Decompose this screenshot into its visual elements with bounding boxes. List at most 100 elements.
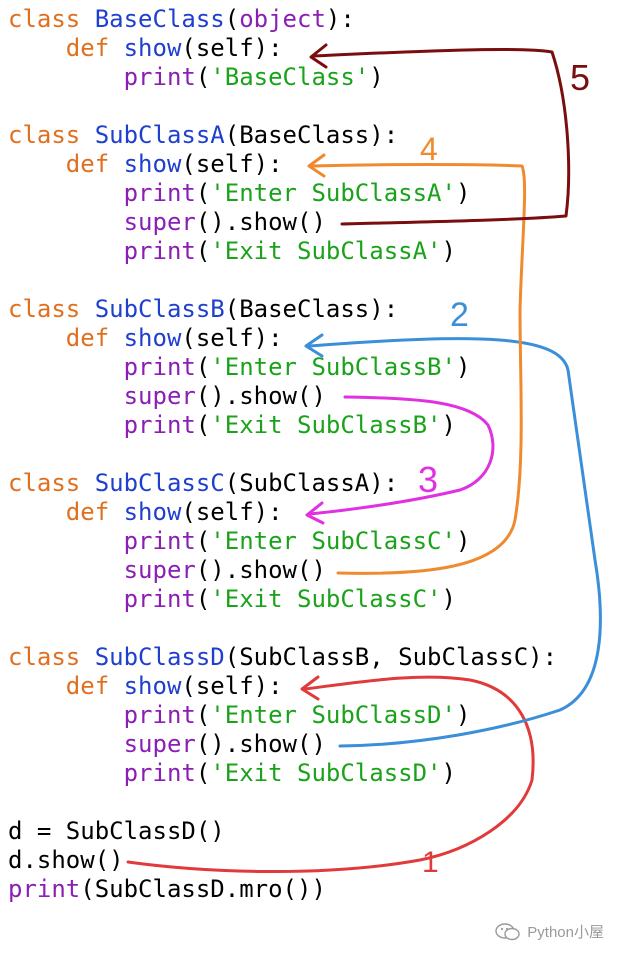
code-token: 'Enter SubClassB' [210,353,456,381]
code-token: ) [441,759,456,787]
code-token: print [8,353,196,381]
code-token: super [8,208,196,236]
code-token: 'Exit SubClassB' [210,411,442,439]
code-line: def show(self): [8,324,283,353]
code-token: d.show() [8,846,124,874]
code-token: print [8,585,196,613]
code-token: ( [195,179,211,207]
wechat-icon [495,922,520,940]
code-token: print [8,237,196,265]
code-token: ) [455,701,471,729]
code-token: ( [195,759,211,787]
code-token: def [8,672,124,700]
code-token: ().show() [195,208,326,236]
code-token: ( [195,237,211,265]
code-token: ().show() [195,730,326,758]
code-token: ) [369,63,384,91]
code-token: def [8,34,124,62]
code-token: (BaseClass): [224,295,399,323]
code-token: ( [224,5,240,33]
code-token: 'Exit SubClassC' [210,585,442,613]
code-line: super().show() [8,208,326,237]
code-token: ) [441,585,456,613]
code-token: class [8,5,95,33]
code-token: ) [441,237,456,265]
code-token: show [123,150,182,178]
code-token: ().show() [195,382,326,410]
code-line: def show(self): [8,150,283,179]
code-token: super [8,556,196,584]
code-token: ): [325,5,355,33]
code-token: class [8,643,95,671]
code-token: (self): [181,34,283,62]
code-token: print [8,759,196,787]
code-token: (SubClassA): [224,469,399,497]
code-line: def show(self): [8,498,283,527]
code-line: class SubClassB(BaseClass): [8,295,398,324]
code-token: def [8,150,124,178]
code-line: class BaseClass(object): [8,5,355,34]
code-token: d = SubClassD() [8,817,225,845]
code-token: ) [455,527,471,555]
code-token: BaseClass [94,5,225,33]
code-token: show [123,34,182,62]
code-line: print('Enter SubClassA') [8,179,471,208]
code-token: 'Enter SubClassC' [210,527,456,555]
code-token: print [8,411,196,439]
code-token: 'BaseClass' [210,63,370,91]
code-line: def show(self): [8,34,283,63]
code-token: ( [195,63,211,91]
code-token: (self): [181,672,283,700]
code-token: (self): [181,498,283,526]
code-token: SubClassD [94,643,225,671]
code-token: object [239,5,326,33]
code-token: SubClassC [94,469,225,497]
code-line: print('Exit SubClassA') [8,237,456,266]
code-line: super().show() [8,556,326,585]
code-token: ) [455,353,471,381]
code-token: super [8,382,196,410]
code-token: 'Exit SubClassD' [210,759,442,787]
code-token: (self): [181,150,283,178]
code-line: d.show() [8,846,124,875]
code-token: class [8,121,95,149]
code-line: print('Enter SubClassB') [8,353,471,382]
code-token: show [123,672,182,700]
code-token: 'Enter SubClassA' [210,179,456,207]
code-token: ) [441,411,456,439]
code-token: ( [195,701,211,729]
code-token: super [8,730,196,758]
code-token: class [8,295,95,323]
code-line: print('Exit SubClassC') [8,585,456,614]
code-token: SubClassB [94,295,225,323]
code-token: print [8,63,196,91]
code-line: super().show() [8,730,326,759]
code-line: d = SubClassD() [8,817,225,846]
code-token: (self): [181,324,283,352]
code-token: show [123,324,182,352]
code-token: (SubClassB, SubClassC): [224,643,558,671]
code-token: ( [195,585,211,613]
code-line: print('Enter SubClassD') [8,701,471,730]
code-token: print [8,875,81,903]
code-token: def [8,324,124,352]
code-token: print [8,527,196,555]
watermark: Python小屋 [495,921,604,942]
code-token: SubClassA [94,121,225,149]
watermark-text: Python小屋 [527,924,604,941]
code-token: ) [455,179,471,207]
code-token: 'Exit SubClassA' [210,237,442,265]
code-token: ( [195,353,211,381]
code-token: ( [195,527,211,555]
code-line: class SubClassA(BaseClass): [8,121,398,150]
code-line: print('Exit SubClassB') [8,411,456,440]
code-token: (SubClassD.mro()) [80,875,326,903]
code-line: class SubClassC(SubClassA): [8,469,398,498]
code-token: print [8,701,196,729]
code-token: 'Enter SubClassD' [210,701,456,729]
code-token: ( [195,411,211,439]
code-line: def show(self): [8,672,283,701]
code-token: show [123,498,182,526]
code-token: print [8,179,196,207]
